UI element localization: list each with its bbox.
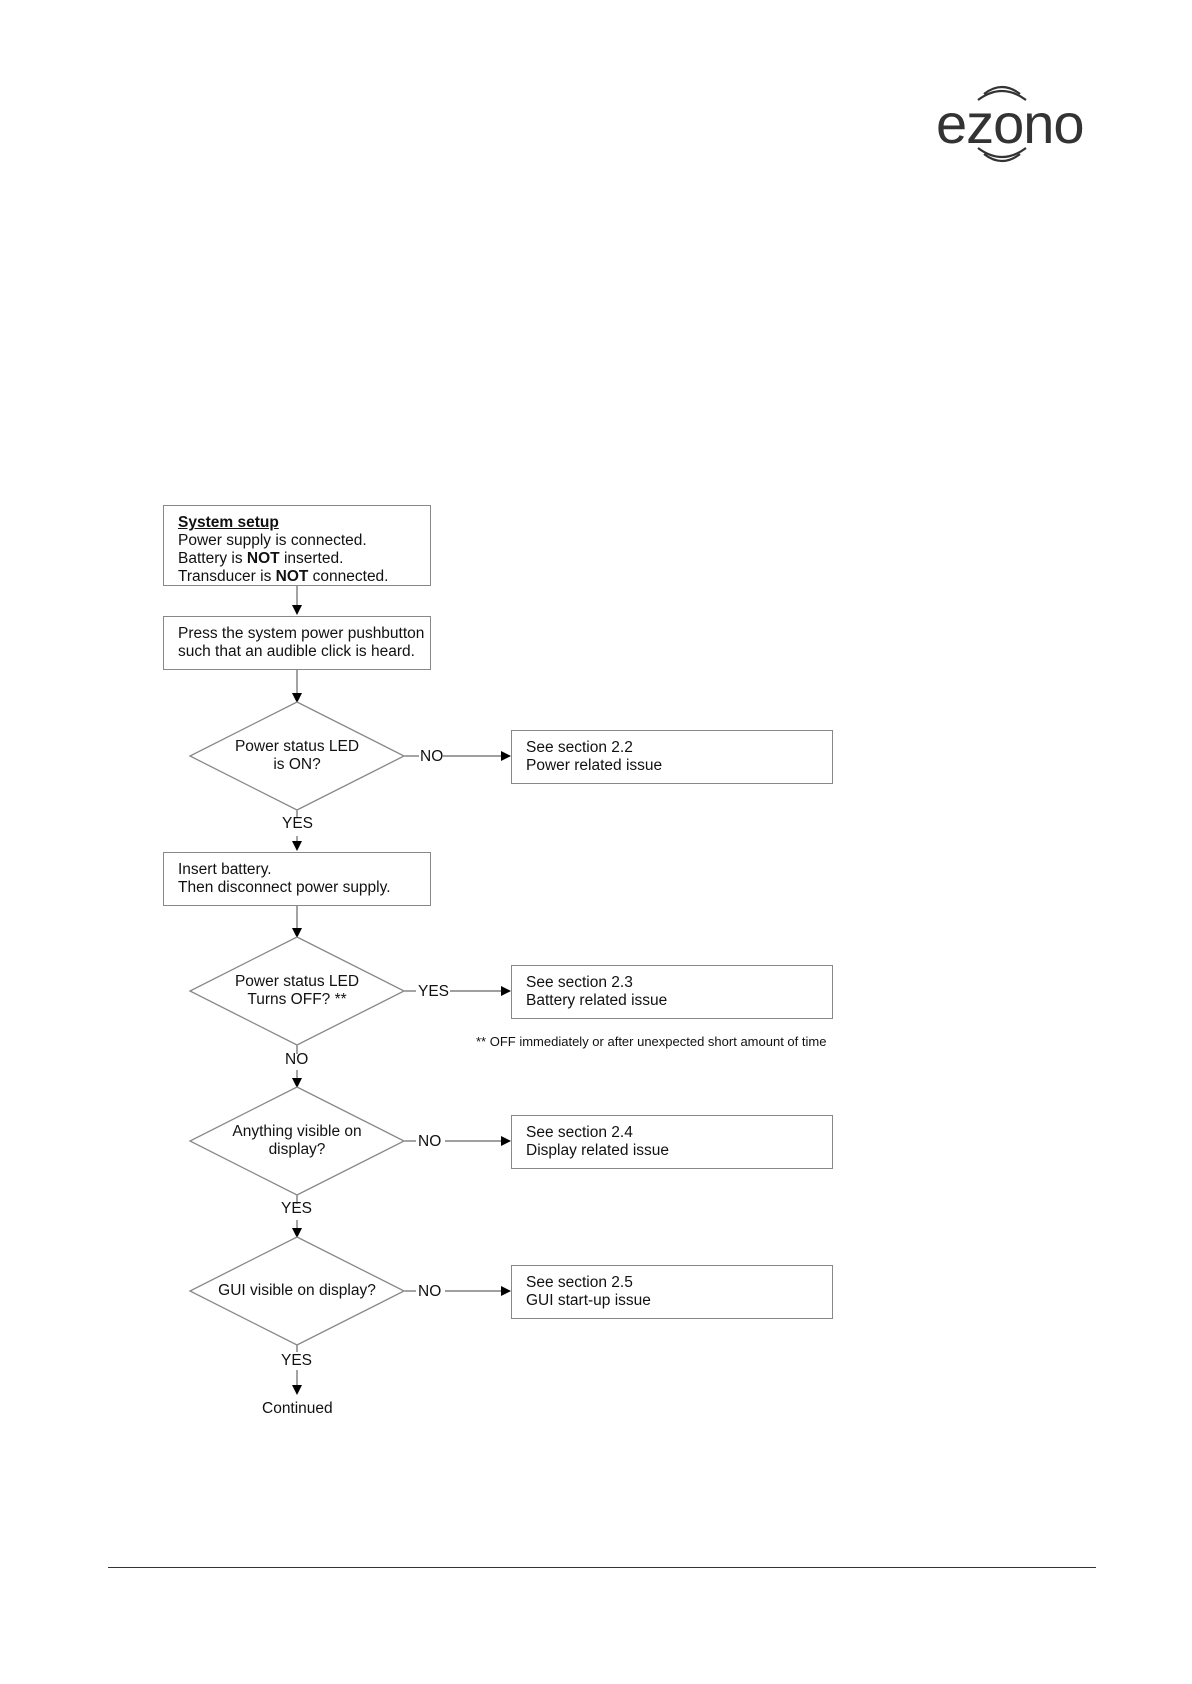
gui-issue-line1: See section 2.5 (526, 1274, 633, 1291)
insert-battery-line2: Then disconnect power supply. (178, 879, 391, 896)
press-button-line1: Press the system power pushbutton (178, 625, 425, 642)
decision-gui-text: GUI visible on display? (218, 1282, 376, 1299)
decision-display-text: Anything visible on display? (232, 1123, 362, 1158)
press-button-box: Press the system power pushbutton such t… (163, 616, 431, 670)
decision-gui-yes-label: YES (281, 1352, 313, 1369)
system-setup-line1: Power supply is connected. (178, 532, 367, 549)
continued-label: Continued (262, 1400, 333, 1417)
system-setup-line2: Battery is NOT inserted. (178, 550, 344, 567)
system-setup-header: System setup (178, 514, 279, 531)
battery-issue-line1: See section 2.3 (526, 974, 633, 991)
logo-text: ezono (936, 92, 1085, 155)
gui-issue-line2: GUI start-up issue (526, 1292, 651, 1309)
insert-battery-box: Insert battery. Then disconnect power su… (163, 852, 431, 906)
logo-waves-icon (977, 85, 1027, 163)
gui-issue-box: See section 2.5 GUI start-up issue (511, 1265, 833, 1319)
decision-display-yes-label: YES (281, 1200, 313, 1217)
footer-divider (108, 1567, 1096, 1568)
battery-issue-box: See section 2.3 Battery related issue (511, 965, 833, 1019)
display-issue-line1: See section 2.4 (526, 1124, 633, 1141)
ezono-logo: ezono (936, 82, 1100, 172)
display-issue-line2: Display related issue (526, 1142, 670, 1159)
decision-led-on-text: Power status LED is ON? (234, 738, 360, 773)
power-issue-line1: See section 2.2 (526, 739, 633, 756)
power-issue-box: See section 2.2 Power related issue (511, 730, 833, 784)
decision-led-off-text: Power status LED Turns OFF? ** (234, 973, 360, 1008)
decision-led-off-no-label: NO (285, 1051, 309, 1068)
power-issue-line2: Power related issue (526, 757, 663, 774)
system-setup-box: System setup Power supply is connected. … (163, 505, 431, 586)
decision-diamond-led-on (188, 701, 406, 811)
system-setup-line3: Transducer is NOT connected. (178, 568, 389, 585)
insert-battery-line1: Insert battery. (178, 861, 272, 878)
footnote: ** OFF immediately or after unexpected s… (476, 1034, 827, 1049)
decision-led-on-yes-label: YES (282, 815, 314, 832)
press-button-line2: such that an audible click is heard. (178, 643, 415, 660)
decision-diamond-display (188, 1086, 406, 1196)
decision-display-no-label: NO (418, 1133, 442, 1150)
decision-led-off-yes-label: YES (418, 983, 450, 1000)
decision-gui-no-label: NO (418, 1283, 442, 1300)
decision-diamond-led-off (188, 936, 406, 1046)
decision-led-on-no-label: NO (420, 748, 444, 765)
decision-diamond-gui (188, 1236, 406, 1346)
display-issue-box: See section 2.4 Display related issue (511, 1115, 833, 1169)
battery-issue-line2: Battery related issue (526, 992, 668, 1009)
